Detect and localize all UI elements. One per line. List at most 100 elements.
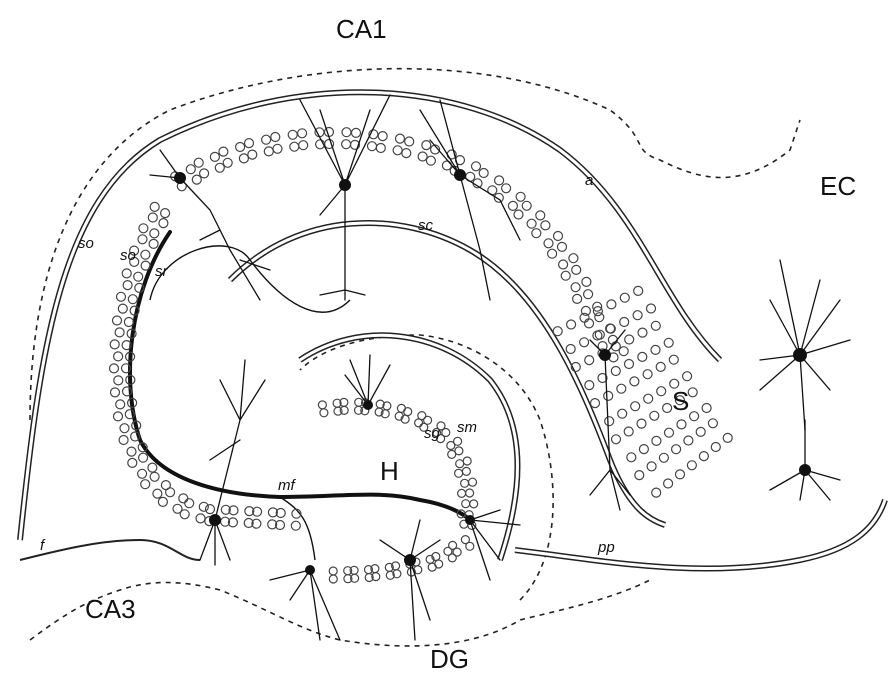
cell-body <box>569 254 578 263</box>
cell-body <box>664 338 673 347</box>
cell-body <box>180 510 189 519</box>
cell-body <box>185 499 194 508</box>
cell-body <box>571 283 580 292</box>
cell-body <box>318 401 326 409</box>
cell-body <box>435 560 443 568</box>
cell-body <box>422 141 431 150</box>
cell-body <box>566 345 575 354</box>
cell-body <box>458 489 466 497</box>
cell-body <box>582 277 591 286</box>
cell-body <box>611 367 620 376</box>
cell-body <box>119 436 128 445</box>
cell-body <box>657 387 666 396</box>
cell-body <box>223 158 232 167</box>
cell-body <box>161 209 170 218</box>
cell-body <box>376 144 385 153</box>
cell-body <box>329 575 337 583</box>
cell-body <box>271 133 280 142</box>
cell-body <box>290 142 299 151</box>
cell-body <box>527 219 536 228</box>
cell-body <box>128 295 137 304</box>
cell-body <box>630 377 639 386</box>
cell-body <box>236 143 245 152</box>
cell-body <box>192 175 201 184</box>
cell-body <box>114 412 123 421</box>
cell-body <box>122 269 131 278</box>
cell-body <box>200 169 209 178</box>
dentate-neuron-3 <box>270 565 340 640</box>
cell-body <box>418 152 427 161</box>
cell-body <box>111 388 120 397</box>
cell-body <box>466 489 474 497</box>
cell-body <box>532 229 541 238</box>
cell-body <box>273 144 282 153</box>
label-dg: DG <box>430 644 469 674</box>
cell-body <box>245 139 254 148</box>
cell-body <box>120 424 129 433</box>
cell-body <box>114 352 123 361</box>
cell-body <box>669 355 678 364</box>
cell-body <box>124 318 133 327</box>
cell-body <box>625 335 634 344</box>
cell-body <box>342 128 351 137</box>
cell-body <box>210 152 219 161</box>
cell-body <box>708 419 717 428</box>
cell-body <box>138 469 147 478</box>
cell-body <box>470 500 478 508</box>
cell-body <box>150 229 159 238</box>
cell-body <box>368 142 377 151</box>
label-ca3: CA3 <box>85 594 136 624</box>
cell-body <box>656 362 665 371</box>
cell-body <box>665 428 674 437</box>
cell-body <box>554 232 563 241</box>
cell-body <box>652 436 661 445</box>
cell-body <box>456 460 464 468</box>
cell-body <box>651 321 660 330</box>
cell-body <box>298 129 307 138</box>
cell-body <box>110 340 119 349</box>
cell-body <box>612 435 621 444</box>
cell-body <box>651 345 660 354</box>
cell-body <box>139 224 148 233</box>
cell-body <box>117 292 126 301</box>
cell-body <box>118 304 127 313</box>
cell-body <box>123 281 132 290</box>
cell-body <box>158 497 167 506</box>
cell-body <box>607 300 616 309</box>
cell-body <box>206 505 215 514</box>
cell-body <box>659 453 668 462</box>
cell-body <box>264 147 273 156</box>
cell-body <box>469 478 477 486</box>
cell-body <box>688 388 697 397</box>
cell-body <box>148 463 157 472</box>
cell-body <box>620 318 629 327</box>
cell-body <box>405 137 414 146</box>
cell-body <box>166 488 175 497</box>
label-a: a <box>585 172 593 189</box>
label-sg: sg <box>424 425 441 442</box>
cell-body <box>455 469 463 477</box>
cell-body <box>676 470 685 479</box>
cell-body <box>672 445 681 454</box>
cell-body <box>139 453 148 462</box>
label-sm: sm <box>457 419 477 436</box>
cell-body <box>194 158 203 167</box>
cell-body <box>536 211 545 220</box>
ec-pyramidal-neuron <box>770 420 840 500</box>
cell-body <box>149 239 158 248</box>
label-mf: mf <box>278 477 296 494</box>
label-pp: pp <box>597 539 615 556</box>
cell-body <box>618 409 627 418</box>
cell-body <box>127 447 136 456</box>
cell-body <box>683 372 692 381</box>
cell-body <box>472 162 481 171</box>
cell-body <box>699 452 708 461</box>
cell-body <box>561 271 570 280</box>
cell-body <box>634 286 643 295</box>
cell-body <box>638 328 647 337</box>
cell-body <box>638 352 647 361</box>
cell-body <box>299 141 308 150</box>
cell-body <box>150 472 159 481</box>
cell-body <box>153 489 162 498</box>
